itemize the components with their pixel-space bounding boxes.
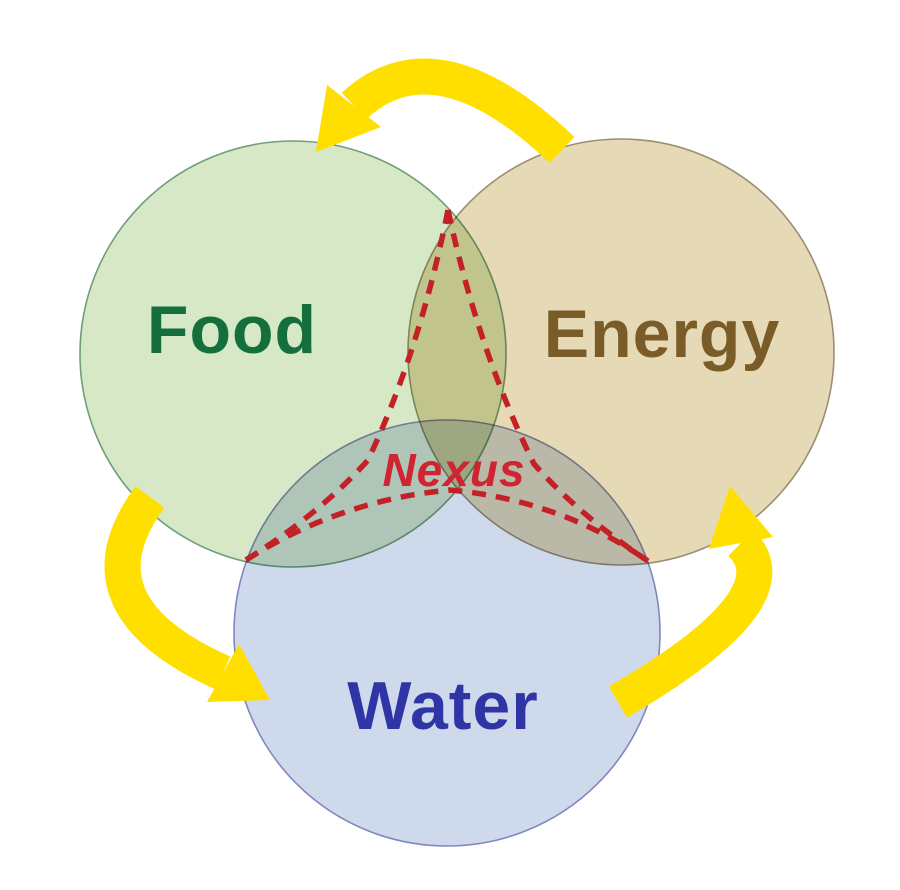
flow-arrow-energy-to-food xyxy=(316,58,575,164)
flow-arrow-energy-to-food-curve xyxy=(341,58,575,164)
flow-arrow-water-to-energy xyxy=(608,486,773,718)
water-label: Water xyxy=(347,668,538,744)
flow-arrow-energy-to-food-arrowhead-icon xyxy=(316,85,381,152)
nexus-dashed-line-top-left xyxy=(244,209,451,563)
flow-arrow-food-to-water-arrowhead-icon xyxy=(207,644,270,702)
energy-label: Energy xyxy=(544,296,781,372)
flow-arrow-food-to-water-curve xyxy=(104,486,231,690)
nexus-dashed-line-bottom xyxy=(244,487,650,564)
flow-arrow-water-to-energy-curve xyxy=(608,530,773,718)
flow-arrow-water-to-energy-arrowhead-icon xyxy=(709,486,773,549)
nexus-label: Nexus xyxy=(382,444,525,496)
nexus-dashed-line-top-right xyxy=(445,209,650,564)
water-circle xyxy=(233,419,661,847)
nexus-star-outline xyxy=(244,209,650,564)
food-label: Food xyxy=(147,292,317,368)
flow-arrow-food-to-water xyxy=(104,486,270,702)
venn-circles xyxy=(79,138,835,847)
